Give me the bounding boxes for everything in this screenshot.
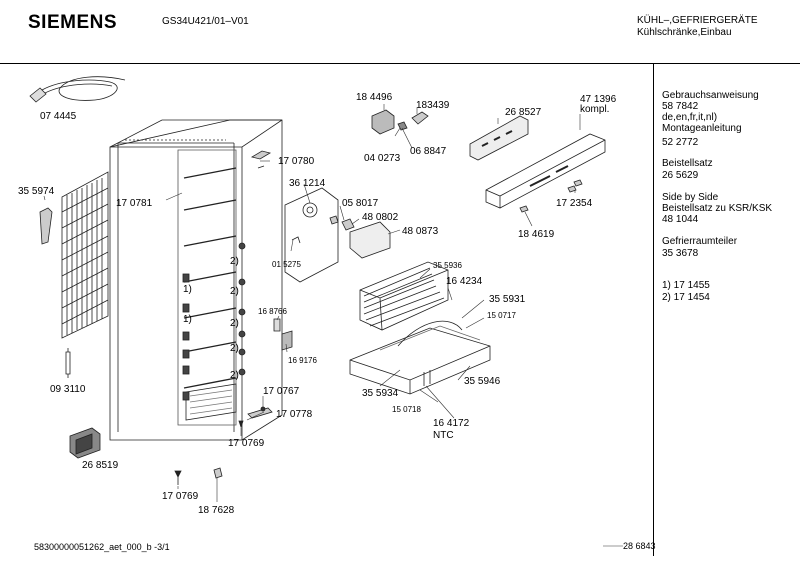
sbs-subtitle: Beistellsatz zu KSR/KSK (662, 203, 773, 214)
drawing-reference: 28 6843 (623, 541, 656, 551)
category-title: KÜHL–,GEFRIERGERÄTE Kühlschränke,Einbau (637, 15, 758, 39)
doc1-languages: de,en,fr,it,nl) (662, 112, 718, 123)
divider-title: Gefrierraumteiler (662, 236, 738, 247)
leader-lines (43, 104, 623, 547)
kit-title: Beistellsatz (662, 158, 713, 169)
clip-drawing (281, 330, 293, 351)
part-label: 36 1214 (289, 178, 326, 189)
part-label: 183439 (416, 100, 450, 111)
part-label: 16 9176 (288, 356, 317, 365)
note-2: 2) 17 1454 (662, 292, 710, 303)
power-cord-drawing (29, 76, 126, 103)
board-contacts-drawing (481, 130, 513, 147)
part-label: 17 2354 (556, 198, 593, 209)
part-label: 15 0718 (392, 405, 421, 414)
document-id: 58300000051262_aet_000_b -3/1 (34, 542, 170, 552)
part-label: 18 4619 (518, 229, 555, 240)
part-label: 17 0780 (278, 156, 315, 167)
part-label: 06 8847 (410, 146, 447, 157)
part-label: 17 0778 (276, 409, 313, 420)
panel-clip-drawing (519, 205, 529, 213)
part-label: 04 0273 (364, 153, 401, 164)
bracket-drawing (39, 207, 53, 245)
sbs-title: Side by Side (662, 192, 719, 203)
doc2-number: 52 2772 (662, 137, 699, 148)
shelf-note: 2) (230, 370, 239, 381)
part-label: 16 4172 (433, 418, 470, 429)
condenser-drawing (61, 171, 109, 339)
hinge-drawing (250, 150, 272, 169)
part-label: 35 5946 (464, 376, 501, 387)
part-label: 17 0769 (162, 491, 199, 502)
part-label: NTC (433, 430, 454, 441)
part-label: 09 3110 (50, 384, 86, 395)
shelf-note: 1) (183, 314, 192, 325)
sensor-drawing (329, 215, 355, 231)
screw-small-drawing (238, 420, 244, 429)
part-label: 47 1396 (580, 94, 617, 105)
evaporator-drawing (359, 261, 449, 331)
shelf-note: 2) (230, 256, 239, 267)
part-label: 17 0781 (116, 198, 153, 209)
part-label: 01 5275 (272, 260, 301, 269)
part-label: 16 8766 (258, 307, 287, 316)
brand-logo: SIEMENS (28, 12, 118, 33)
part-label: 17 0769 (228, 438, 265, 449)
part-label: 18 4496 (356, 92, 393, 103)
control-panel-drawing (485, 133, 606, 209)
note-1: 1) 17 1455 (662, 280, 710, 291)
part-label: 17 0767 (263, 386, 300, 397)
part-label: 35 5974 (18, 186, 55, 197)
model-number: GS34U421/01–V01 (162, 16, 249, 27)
category-line-2: Kühlschränke,Einbau (637, 27, 732, 38)
doc1-title: Gebrauchsanweisung (662, 90, 759, 101)
part-label: 48 0802 (362, 212, 399, 223)
sbs-number: 48 1044 (662, 214, 699, 225)
tube-drawing (65, 348, 71, 378)
part-label: 05 8017 (342, 198, 379, 209)
doc1-number: 58 7842 (662, 101, 699, 112)
relay-drawing (69, 427, 101, 459)
part-label: 07 4445 (40, 111, 77, 122)
shelf-note: 1) (183, 284, 192, 295)
latch-drawing (273, 318, 281, 332)
part-label: 26 8527 (505, 107, 542, 118)
top-rule (0, 63, 800, 64)
cap-drawing (213, 467, 223, 479)
part-label: kompl. (580, 104, 610, 115)
kit-number: 26 5629 (662, 170, 699, 181)
part-label: 35 5931 (489, 294, 526, 305)
divider-number: 35 3678 (662, 248, 699, 259)
part-label: 15 0717 (487, 311, 516, 320)
cover-panel-drawing (284, 187, 339, 283)
shelf-note: 2) (230, 318, 239, 329)
part-label: 26 8519 (82, 460, 119, 471)
cabinet-drawing (109, 119, 283, 441)
shelf-note: 2) (230, 286, 239, 297)
drain-tray-drawing (349, 320, 491, 395)
category-line-1: KÜHL–,GEFRIERGERÄTE (637, 15, 758, 26)
part-label: 16 4234 (446, 276, 483, 287)
part-label: 35 5934 (362, 388, 399, 399)
shelf-rails-drawing (182, 242, 246, 401)
part-label: 18 7628 (198, 505, 235, 516)
part-label: 48 0873 (402, 226, 439, 237)
panel-clips-drawing (567, 179, 583, 193)
part-label: 35 5936 (433, 261, 462, 270)
doc2-title: Montageanleitung (662, 123, 742, 134)
module-drawing (349, 221, 391, 259)
bottom-screw-drawing (174, 470, 182, 485)
panel-divider (653, 63, 654, 556)
shelf-note: 2) (230, 343, 239, 354)
thermostat-drawing (371, 109, 429, 135)
